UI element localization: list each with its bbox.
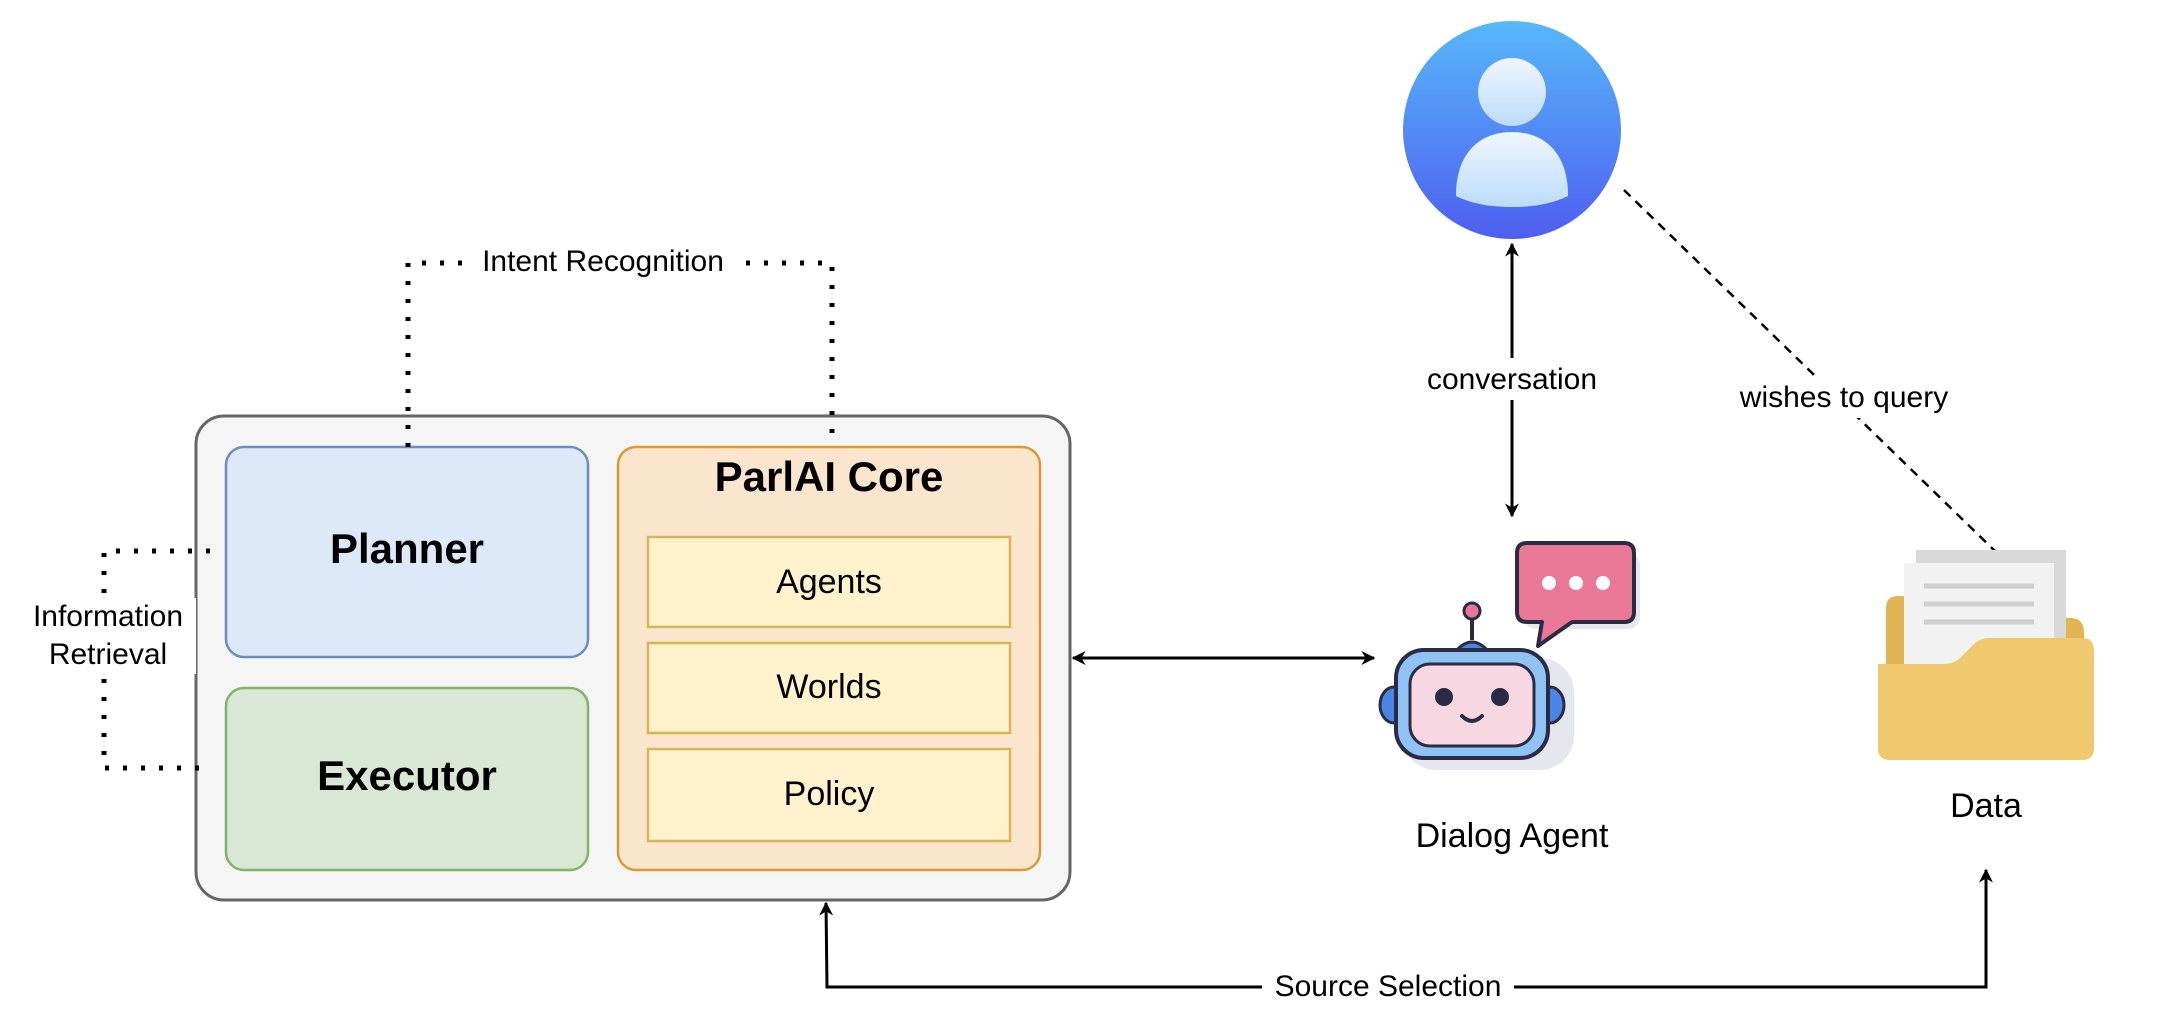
information-retrieval-edge: Information Retrieval bbox=[20, 548, 212, 771]
source-selection-label: Source Selection bbox=[1275, 970, 1502, 1003]
source-selection-edge: Source Selection bbox=[819, 868, 1993, 1006]
folder-icon bbox=[1878, 550, 2094, 760]
speech-bubble-icon bbox=[1515, 541, 1640, 648]
wishes-to-query-label: wishes to query bbox=[1739, 381, 1948, 414]
dialog-agent-label: Dialog Agent bbox=[1416, 817, 1609, 855]
planner-node[interactable]: Planner bbox=[224, 445, 590, 659]
policy-label: Policy bbox=[784, 775, 875, 813]
wishes-to-query-edge: wishes to query bbox=[1623, 189, 1997, 553]
data-label: Data bbox=[1950, 787, 2022, 825]
retrieval-label: Retrieval bbox=[49, 638, 167, 671]
parlai-core-node[interactable]: ParlAI Core Agents Worlds Policy bbox=[616, 445, 1042, 872]
user-avatar-icon bbox=[1403, 21, 1621, 239]
agents-node[interactable]: Agents bbox=[646, 535, 1012, 629]
conversation-label: conversation bbox=[1427, 363, 1597, 396]
worlds-label: Worlds bbox=[776, 668, 881, 706]
information-label: Information bbox=[33, 600, 183, 633]
intent-recognition-label: Intent Recognition bbox=[482, 245, 724, 278]
worlds-node[interactable]: Worlds bbox=[646, 641, 1012, 735]
executor-label: Executor bbox=[317, 752, 497, 799]
executor-node[interactable]: Executor bbox=[224, 686, 590, 872]
intent-recognition-edge: Intent Recognition bbox=[405, 245, 835, 447]
planner-label: Planner bbox=[330, 525, 484, 572]
parlai-core-title: ParlAI Core bbox=[715, 453, 944, 500]
robot-icon bbox=[1378, 601, 1574, 770]
policy-node[interactable]: Policy bbox=[646, 747, 1012, 843]
agents-label: Agents bbox=[776, 563, 882, 601]
conversation-edge: conversation bbox=[1410, 242, 1614, 518]
